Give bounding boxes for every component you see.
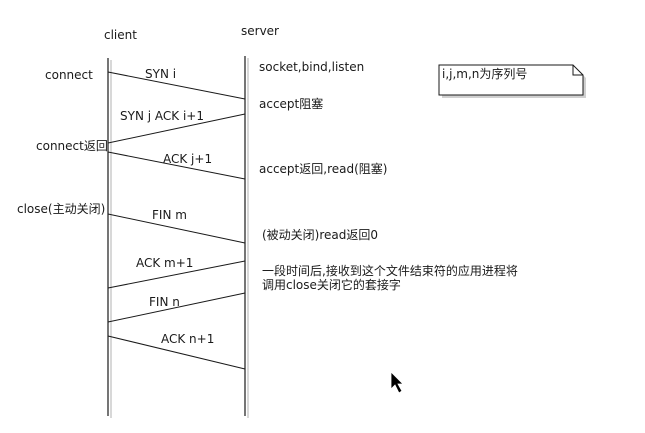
message-fin-m: [107, 213, 246, 244]
message-label: SYN j ACK i+1: [120, 109, 204, 123]
client-event-connect: connect: [45, 68, 93, 82]
note-text: i,j,m,n为序列号: [442, 67, 528, 81]
client-event-close: close(主动关闭): [17, 202, 106, 216]
message-ack-j: [107, 151, 246, 180]
message-ack-n: [107, 335, 246, 370]
server-event-accept-block: accept阻塞: [259, 97, 324, 111]
server-event-later-line2: 调用close关闭它的套接字: [262, 278, 401, 292]
message-label: ACK m+1: [136, 256, 194, 270]
message-label: FIN n: [149, 295, 180, 309]
message-label: SYN i: [145, 67, 177, 81]
message-label: ACK n+1: [161, 332, 215, 346]
client-header: client: [104, 28, 137, 42]
sequence-note: [438, 64, 586, 98]
server-header: server: [241, 24, 279, 38]
note-box: i,j,m,n为序列号: [440, 65, 584, 96]
message-fin-n: [107, 292, 246, 323]
server-event-later-line1: 一段时间后,接收到这个文件结束符的应用进程将: [262, 264, 518, 278]
message-ack-m: [107, 260, 246, 289]
message-syn-i: [107, 71, 246, 100]
client-event-connect-return: connect返回: [36, 139, 108, 153]
server-event-accept-return: accept返回,read(阻塞): [259, 162, 388, 176]
mouse-cursor-icon: [390, 371, 404, 394]
message-label: ACK j+1: [163, 152, 213, 166]
message-syn-j-ack: [107, 113, 246, 144]
server-event-passive-close: (被动关闭)read返回0: [262, 228, 379, 242]
message-label: FIN m: [152, 208, 187, 222]
server-event-socket: socket,bind,listen: [259, 60, 365, 74]
